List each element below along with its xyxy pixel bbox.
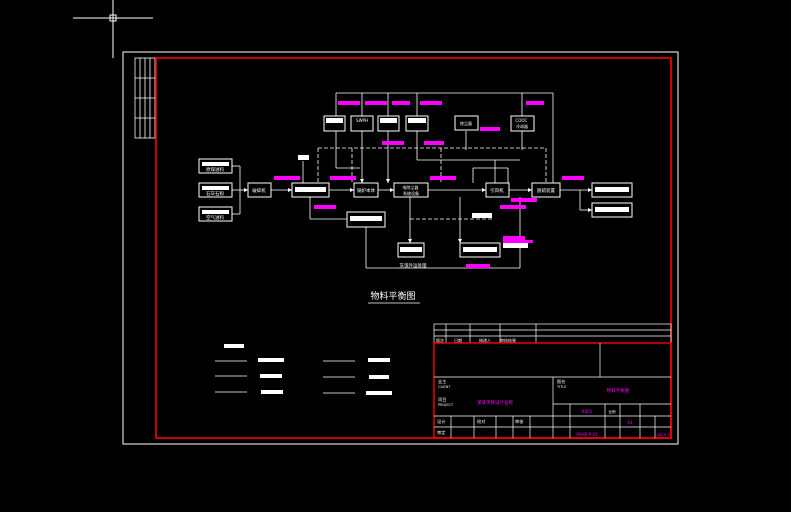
title-label-en: TITLE [556, 385, 566, 389]
input-label-2: 石灰石粉 [206, 190, 224, 197]
mid-box-5[interactable]: 引风机 [485, 182, 510, 198]
header-cell-1: 版次 [436, 337, 444, 343]
top-box-label-6b: 冷却器 [516, 123, 528, 129]
bottom-loop-label: 灰渣外运处理 [400, 262, 427, 269]
flow-arrows [244, 179, 592, 243]
date-value: 2005.3 [656, 432, 670, 437]
owner-label: 业主 [438, 378, 446, 384]
top-box-1[interactable] [323, 115, 346, 132]
project-label: 项目 [438, 397, 446, 403]
scale-label: 比例 [609, 409, 617, 414]
top-box-label-6a: COOC [515, 118, 527, 123]
approve-label: 审定 [437, 429, 445, 436]
top-box-label-5: 除尘器 [460, 120, 472, 126]
title-block [433, 323, 672, 344]
input-label-3: 空气进料 [206, 214, 224, 221]
lower-box-1[interactable] [346, 211, 386, 228]
project-label-en: PROJECT [438, 403, 454, 407]
lower-box-3[interactable] [459, 242, 501, 258]
crosshair-cursor-icon [73, 0, 153, 58]
paper-border [122, 51, 679, 445]
top-box-2[interactable]: SWPH [350, 115, 374, 132]
input-box-1[interactable]: 原煤进料 [198, 158, 233, 174]
mid-box-1[interactable]: 破碎机 [247, 182, 272, 198]
top-box-3[interactable] [377, 115, 400, 132]
top-box-4[interactable] [405, 115, 429, 132]
mid-box-label-4: 电除尘器 系统设备 [402, 184, 419, 196]
output-box-2[interactable] [591, 202, 633, 218]
header-cell-2: 日期 [454, 337, 462, 343]
small-tag-3 [503, 243, 528, 248]
drawing-title: 物料平衡图 [370, 290, 415, 302]
mid-box-3[interactable]: 锅炉本体 [353, 182, 379, 198]
binding-strip [134, 57, 156, 139]
design-label: 设计 [437, 418, 445, 425]
owner-label-en: CLIENT [438, 385, 451, 389]
mid-box-2[interactable] [291, 182, 330, 198]
drawing-no: PSMS-P-01 [576, 432, 598, 437]
sheet-value: 01 [627, 420, 633, 425]
mid-box-label-5: 引风机 [490, 187, 504, 194]
title-block-grid [434, 343, 671, 438]
mid-box-6[interactable]: 脱硫装置 [531, 182, 561, 198]
lower-box-2[interactable] [397, 242, 425, 258]
output-box-1[interactable] [591, 182, 633, 198]
mid-box-label-4b: 系统设备 [403, 190, 419, 196]
legend-block [215, 344, 392, 395]
mid-box-label-1: 破碎机 [252, 187, 266, 194]
mid-box-4[interactable]: 电除尘器 系统设备 [393, 182, 429, 198]
input-label-1: 原煤进料 [206, 166, 224, 173]
review-label: 审核 [515, 418, 524, 425]
mid-box-label-3: 锅炉本体 [357, 187, 375, 194]
project-value: 某某项目设计名称 [477, 399, 513, 406]
small-tag [298, 155, 309, 160]
top-box-label-2: SWPH [356, 118, 368, 123]
title-block-header: 版次 日期 修改人 审核结果 [436, 337, 516, 343]
input-box-3[interactable]: 空气进料 [198, 206, 233, 222]
title-value: 物料平衡图 [607, 387, 630, 394]
process-flow-diagram: 原煤进料 石灰石粉 空气进料 [198, 92, 633, 269]
mid-box-label-4a: 电除尘器 [402, 184, 418, 190]
check-label: 校对 [477, 418, 485, 425]
top-box-5[interactable]: 除尘器 [454, 115, 479, 131]
stream-labels [274, 101, 584, 268]
title-label: 图名 [557, 378, 565, 385]
small-tag-2 [472, 213, 492, 218]
drawing-frame [155, 57, 672, 439]
top-box-6[interactable]: COOC 冷却器 [510, 115, 535, 132]
input-box-2[interactable]: 石灰石粉 [198, 182, 233, 198]
flow-lines [232, 92, 592, 269]
top-box-label-6: COOC 冷却器 [515, 118, 528, 129]
stage-value: 0401 [582, 409, 593, 414]
header-cell-4: 审核结果 [500, 337, 516, 343]
title-block-text: 业主 CLIENT 项目 PROJECT 某某项目设计名称 图名 TITLE 物… [437, 378, 670, 437]
header-cell-3: 修改人 [479, 337, 491, 343]
mid-box-label-6: 脱硫装置 [537, 187, 555, 194]
flow-lines-dashed [317, 147, 547, 220]
title-block-frame [433, 342, 672, 439]
